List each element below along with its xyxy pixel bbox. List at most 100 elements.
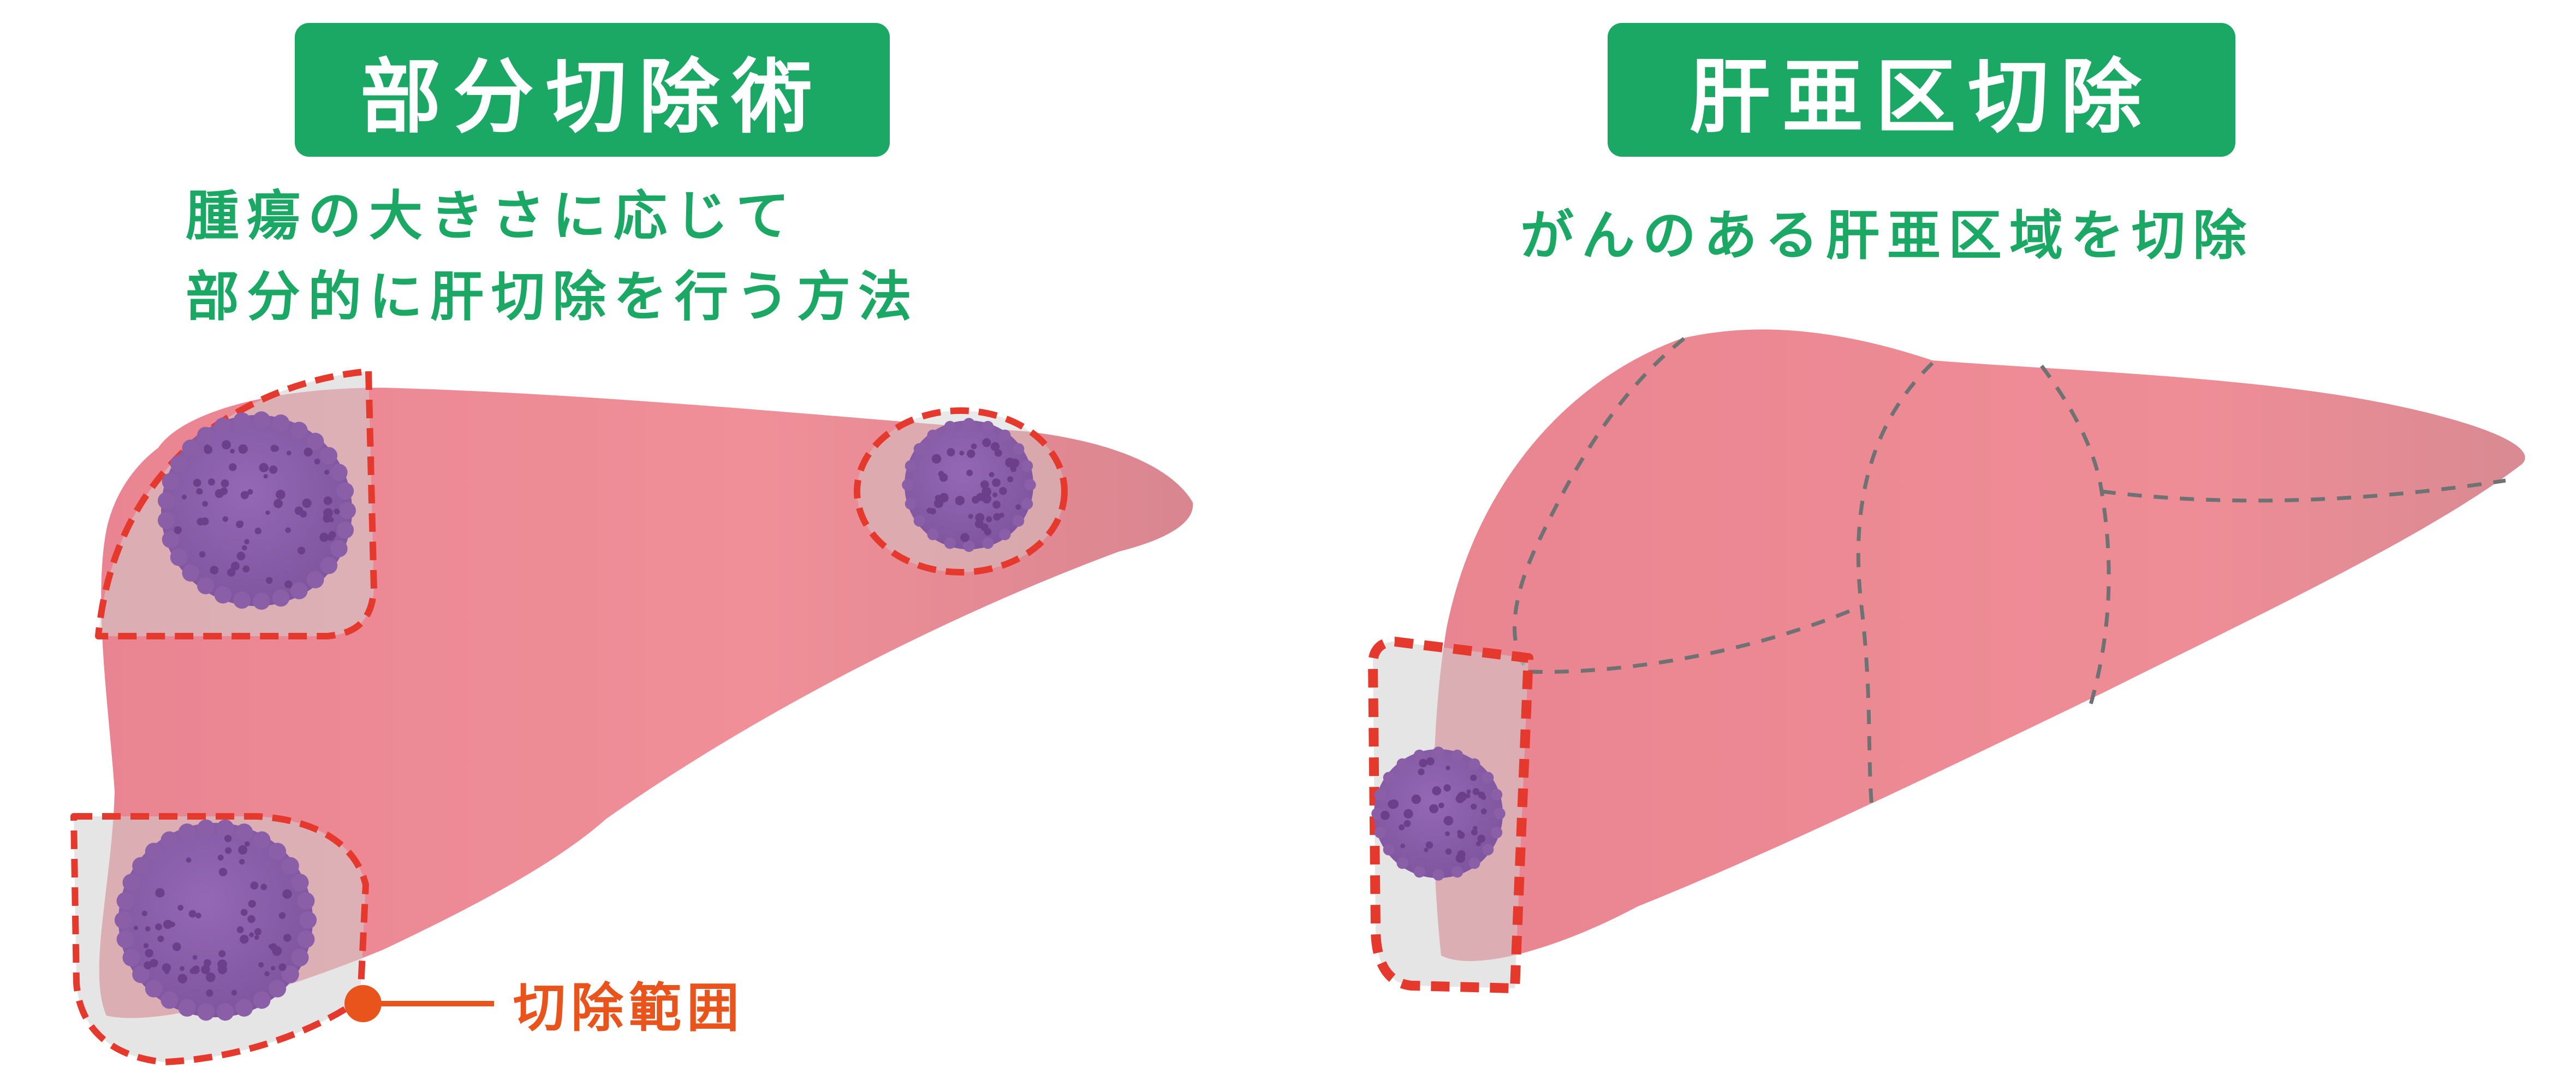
tumor-texture-dot xyxy=(206,989,213,997)
tumor-texture-dot xyxy=(208,478,216,486)
tumor-texture-dot xyxy=(260,884,267,891)
tumor-texture-dot xyxy=(269,465,278,474)
tumor-texture-dot xyxy=(297,547,306,555)
tumor-texture-dot xyxy=(180,966,185,971)
tumor-rim-bump xyxy=(1021,498,1033,510)
tumor-texture-dot xyxy=(270,965,276,971)
tumor-texture-dot xyxy=(141,910,148,917)
tumor-texture-dot xyxy=(263,465,269,471)
tumor-texture-dot xyxy=(215,489,224,498)
tumor-texture-dot xyxy=(999,487,1007,495)
tumor-texture-dot xyxy=(244,841,250,847)
tumor-texture-dot xyxy=(323,508,333,518)
tumor-texture-dot xyxy=(222,440,231,450)
tumor-texture-dot xyxy=(169,921,175,928)
tumor-texture-dot xyxy=(947,448,955,456)
tumor-texture-dot xyxy=(221,479,229,488)
tumor-texture-dot xyxy=(992,478,1001,487)
tumor-texture-dot xyxy=(939,493,949,503)
tumor-rim-bump xyxy=(336,521,354,539)
tumor-rim-bump xyxy=(1451,865,1463,878)
tumor-texture-dot xyxy=(976,493,985,501)
tumor-rim-bump xyxy=(1432,746,1444,758)
tumor-rim-bump xyxy=(1413,749,1425,762)
tumor-texture-dot xyxy=(210,566,219,574)
tumor-rim-bump xyxy=(330,540,348,558)
tumor-rim-bump xyxy=(216,819,234,837)
right-liver-shape xyxy=(1433,329,2525,961)
tumor-rim-bump xyxy=(297,930,315,948)
tumor-texture-dot xyxy=(231,989,237,996)
tumor-rim-bump xyxy=(1013,443,1025,455)
tumor-texture-dot xyxy=(283,934,291,942)
tumor-texture-dot xyxy=(218,950,226,958)
tumor-texture-dot xyxy=(999,512,1004,518)
tumor-texture-dot xyxy=(238,845,248,855)
tumor-rim-bump xyxy=(272,589,290,607)
tumor-texture-dot xyxy=(1471,803,1477,810)
tumor-rim-bump xyxy=(999,529,1011,541)
segment-line-4 xyxy=(2040,364,2111,705)
tumor-rim-bump xyxy=(253,411,270,429)
tumor-rim-bump xyxy=(1490,827,1503,839)
tumor-rim-bump xyxy=(999,429,1011,441)
tumor-texture-dot xyxy=(971,443,977,449)
tumor-texture-dot xyxy=(1010,466,1017,472)
tumor-rim-bump xyxy=(157,492,175,509)
tumor-texture-dot xyxy=(157,935,164,942)
tumor-rim-bump xyxy=(1432,869,1444,881)
tumor-rim-bump xyxy=(182,564,200,582)
tumor-texture-dot xyxy=(1443,784,1451,792)
tumor-texture-dot xyxy=(273,499,283,508)
tumor-texture-dot xyxy=(1445,831,1450,837)
tumor-rim-bump xyxy=(122,874,140,892)
tumor-texture-dot xyxy=(189,968,196,974)
tumor-texture-dot xyxy=(177,904,184,911)
tumor-texture-dot xyxy=(188,910,197,918)
tumor-texture-dot xyxy=(244,539,250,544)
tumor-texture-dot xyxy=(959,450,965,456)
tumor-rim-bump xyxy=(927,429,939,441)
segment-boundaries xyxy=(1513,337,2506,814)
tumor-texture-dot xyxy=(1424,847,1429,852)
tumor-rim-bump xyxy=(114,911,132,929)
tumor-texture-dot xyxy=(276,489,285,500)
tumor-rim-bump xyxy=(132,857,150,875)
tumor-rim-bump xyxy=(116,930,134,948)
tumor-texture-dot xyxy=(329,517,334,523)
tumor-texture-dot xyxy=(278,963,287,971)
tumor-texture-dot xyxy=(992,500,1001,509)
tumor-rim-bump xyxy=(1490,788,1503,801)
tumor-texture-dot xyxy=(225,847,232,854)
tumor-rim-bump xyxy=(1468,758,1480,770)
tumor-texture-dot xyxy=(270,444,278,452)
tumor-rim-bump xyxy=(1383,772,1395,784)
tumor-texture-dot xyxy=(286,450,291,455)
tumor-texture-dot xyxy=(1380,810,1390,820)
tumor-texture-dot xyxy=(1445,848,1452,855)
tumor-texture-dot xyxy=(980,480,989,489)
tumor-texture-dot xyxy=(1478,791,1485,799)
tumor-texture-dot xyxy=(1438,802,1444,809)
tumor-texture-dot xyxy=(272,946,282,956)
tumor-rim-bump xyxy=(297,892,315,910)
tumor-texture-dot xyxy=(1403,809,1413,819)
tumor-rim-bump xyxy=(214,417,232,435)
tumor-texture-dot xyxy=(199,551,206,558)
tumor-rim-bump xyxy=(216,1003,234,1021)
tumor-texture-dot xyxy=(1457,850,1466,859)
tumor-rim-bump xyxy=(197,1003,215,1021)
segment-line-5 xyxy=(2101,478,2506,503)
tumor-texture-dot xyxy=(197,518,205,526)
left-liver-illustration xyxy=(70,368,1193,1065)
tumor-texture-dot xyxy=(218,868,228,876)
left-title-badge: 部分切除術 xyxy=(295,23,890,157)
tumor-rim-bump xyxy=(269,980,287,998)
tumor-texture-dot xyxy=(930,508,936,514)
tumor-texture-dot xyxy=(278,912,286,919)
tumor-rim-bump xyxy=(944,537,956,549)
tumor-texture-dot xyxy=(968,514,973,519)
tumor-texture-dot xyxy=(989,472,995,478)
tumor-texture-dot xyxy=(145,926,151,932)
tumor-texture-dot xyxy=(222,516,229,522)
